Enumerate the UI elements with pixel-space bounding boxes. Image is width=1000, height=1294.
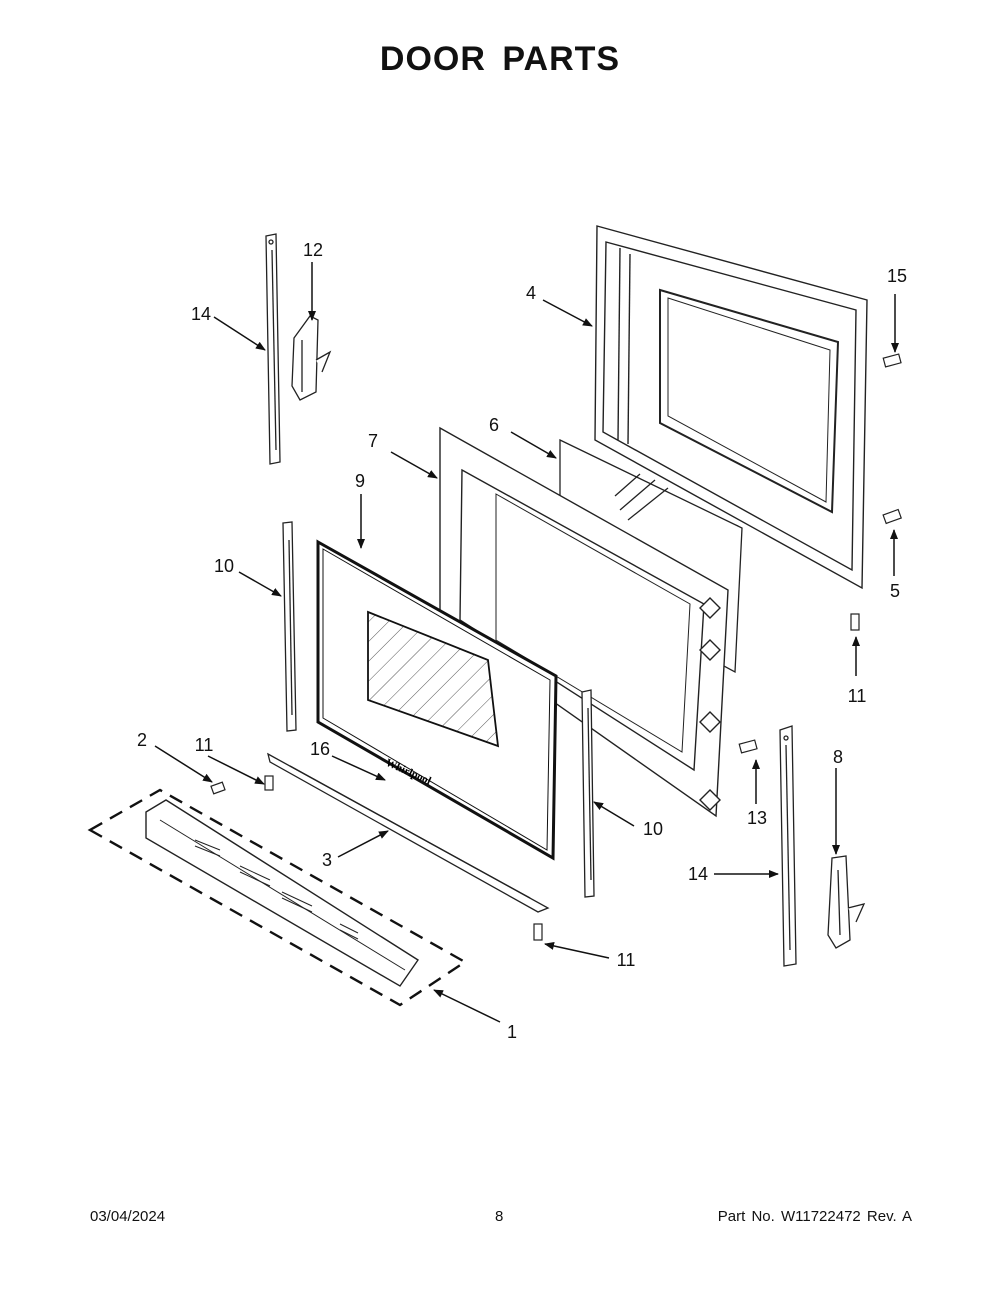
- callout-13: 13: [747, 808, 767, 828]
- leader-arrows: [154, 262, 899, 1023]
- callout-10-left: 10: [214, 556, 234, 576]
- callout-1: 1: [507, 1022, 517, 1042]
- callout-4: 4: [526, 283, 536, 303]
- door-side-trim-left: [282, 521, 297, 732]
- door-liner: [439, 426, 729, 818]
- callout-14-left: 14: [191, 304, 211, 324]
- vent-trim: [267, 752, 550, 913]
- callout-9: 9: [355, 471, 365, 491]
- hinge-receptacle-right: [779, 725, 797, 967]
- door-handle-assembly: [87, 788, 468, 1007]
- footer-page-number: 8: [495, 1208, 504, 1225]
- inner-door-panel: [594, 225, 868, 590]
- door-side-trim-right: [581, 689, 595, 898]
- callout-11-left: 11: [195, 735, 214, 755]
- callout-7: 7: [368, 431, 378, 451]
- callout-16: 16: [310, 739, 330, 759]
- callout-14-right: 14: [688, 864, 708, 884]
- callout-8: 8: [833, 747, 843, 767]
- footer-part-number: Part No. W11722472 Rev. A: [717, 1208, 912, 1225]
- callout-12: 12: [303, 240, 323, 260]
- hinge-right: [827, 855, 866, 949]
- callout-5: 5: [890, 581, 900, 601]
- page-title: DOOR PARTS: [379, 40, 621, 78]
- callout-10-right: 10: [643, 819, 663, 839]
- callout-2: 2: [137, 730, 147, 750]
- screws: [210, 353, 902, 941]
- footer-date: 03/04/2024: [90, 1208, 166, 1225]
- callout-15: 15: [887, 266, 907, 286]
- hinge-left: [291, 315, 332, 401]
- callout-11-right: 11: [848, 686, 867, 706]
- callout-11-bottom: 11: [617, 950, 636, 970]
- callout-6: 6: [489, 415, 499, 435]
- outer-door-glass: Whirlpool: [316, 539, 558, 861]
- callout-labels: 4 6 7 9 14 12 15 5 11 10 10 13 8 14 2 11…: [137, 240, 907, 1042]
- hinge-receptacle-left: [265, 233, 281, 465]
- callout-3: 3: [322, 850, 332, 870]
